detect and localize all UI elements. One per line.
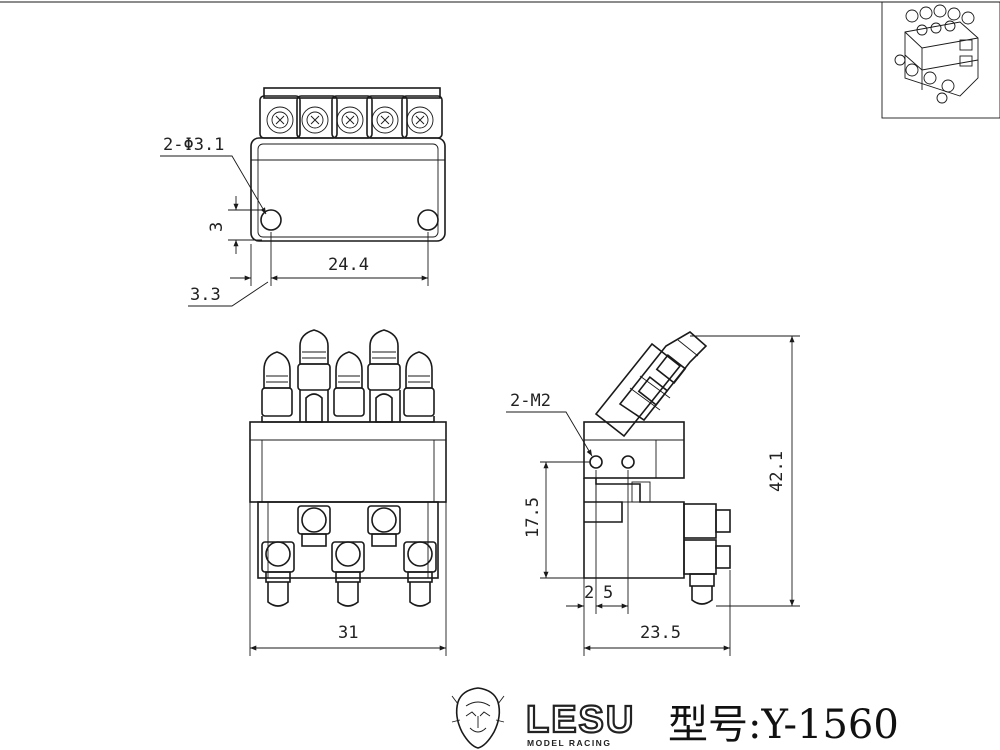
brand-logo: LESU MODEL RACING: [451, 687, 635, 749]
dim-side-offset-a: 2: [584, 583, 594, 603]
dim-side-width: 23.5: [640, 623, 681, 643]
dim-hole-edge: 3.3: [190, 285, 221, 305]
dim-hole-spacing: 24.4: [328, 255, 369, 275]
dim-side-hole-height: 17.5: [523, 497, 543, 538]
front-view: 31: [249, 329, 447, 656]
side-view: 2-M2 17.5 42.1 2 5 23.5: [506, 331, 800, 656]
dim-hole-height: 3: [207, 222, 227, 232]
dim-front-width: 31: [338, 623, 358, 643]
thread-callout: 2-M2: [510, 391, 551, 411]
dim-side-total-height: 42.1: [767, 451, 787, 492]
isometric-thumbnail: [881, 1, 1000, 119]
top-view: 2-Φ3.1 3 24.4 3.3: [160, 87, 446, 307]
svg-text:MODEL RACING: MODEL RACING: [527, 738, 611, 748]
hole-callout: 2-Φ3.1: [163, 135, 224, 155]
model-label: 型号:Y-1560: [668, 702, 899, 748]
svg-text:LESU: LESU: [526, 699, 635, 741]
lion-emblem: [451, 687, 505, 749]
dim-side-offset-b: 5: [603, 583, 613, 603]
